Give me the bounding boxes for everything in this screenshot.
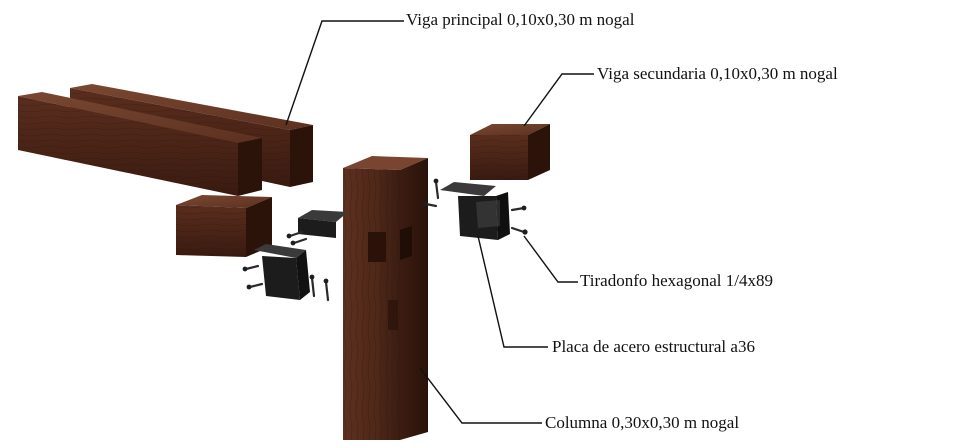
main-beam-front [18,92,262,196]
secondary-beam-left [176,195,272,257]
leader-main-beam [285,20,404,126]
leader-steel-plate [477,235,548,348]
steel-plate-left-top [298,210,348,238]
leader-column [419,367,542,424]
steel-plate-right [440,182,510,240]
label-column: Columna 0,30x0,30 m nogal [545,413,740,432]
leader-secondary-beam [523,73,594,127]
column [343,156,428,440]
leader-lag-screw [523,235,578,283]
lag-screws [242,178,528,302]
label-secondary-beam: Viga secundaria 0,10x0,30 m nogal [597,64,838,83]
label-steel-plate: Placa de acero estructural a36 [552,337,755,356]
label-lag-screw: Tiradonfo hexagonal 1/4x89 [580,271,773,290]
steel-plate-left-bottom [254,244,310,300]
secondary-beam-right [470,124,550,180]
label-main-beam: Viga principal 0,10x0,30 m nogal [406,10,635,29]
